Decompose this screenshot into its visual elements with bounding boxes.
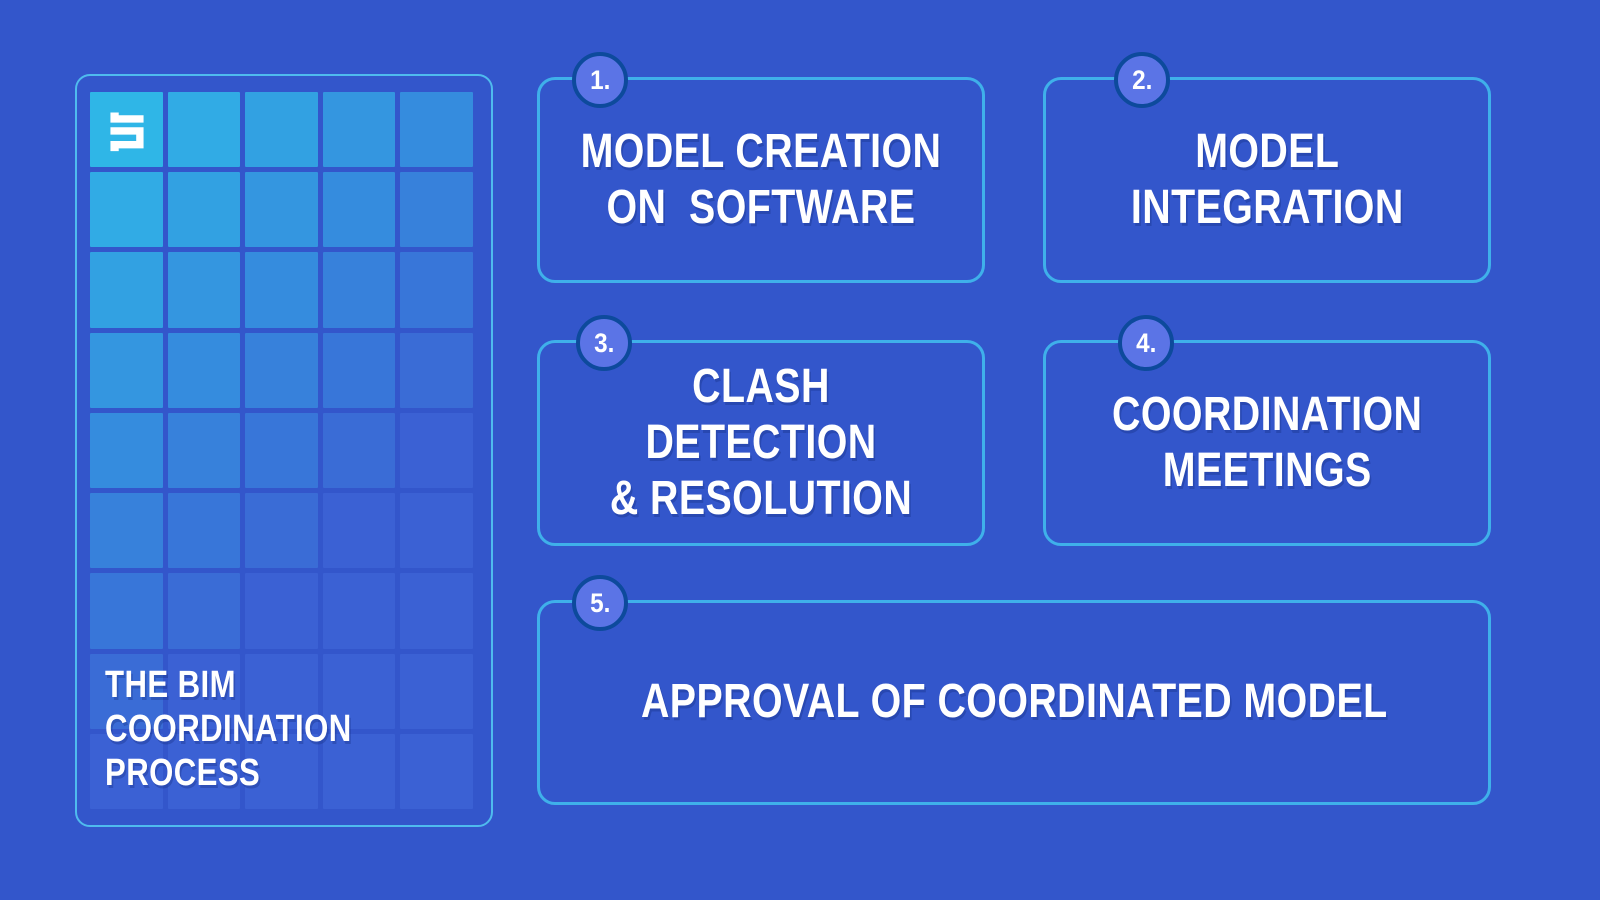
panel-title-text: THE BIM COORDINATION PROCESS — [105, 663, 352, 794]
grid-cell — [400, 653, 473, 729]
grid-cell — [400, 573, 473, 649]
grid-cell — [400, 172, 473, 248]
grid-cell — [400, 493, 473, 569]
grid-cell — [167, 653, 241, 729]
grid-cell — [322, 252, 396, 328]
brand-logo-icon — [90, 92, 164, 168]
grid-cell — [245, 332, 318, 408]
step-2-title: MODEL INTEGRATION — [1130, 124, 1404, 234]
step-4-number: 4. — [1135, 327, 1157, 358]
step-1-title: MODEL CREATION ON SOFTWARE — [580, 124, 942, 234]
step-box-2: 2. MODEL INTEGRATION — [1043, 52, 1491, 283]
grid-cell — [322, 172, 396, 248]
step-1-number-badge: 1. — [572, 52, 628, 108]
step-5-title: APPROVAL OF COORDINATED MODEL — [640, 675, 1388, 729]
grid-cell — [167, 733, 241, 809]
grid-cell — [90, 653, 163, 729]
grid-cell — [90, 733, 163, 809]
grid-cell — [400, 252, 473, 328]
grid-cell — [245, 653, 318, 729]
step-box-4: 4. COORDINATION MEETINGS — [1043, 315, 1491, 546]
grid-cell — [245, 412, 318, 489]
step-5-number: 5. — [589, 587, 611, 618]
step-3-number-badge: 3. — [576, 315, 632, 371]
step-4-number-badge: 4. — [1118, 315, 1174, 371]
grid-cell — [322, 332, 396, 408]
grid-cell — [167, 332, 241, 408]
step-2-number-badge: 2. — [1114, 52, 1170, 108]
grid-cell — [245, 573, 318, 649]
grid-cell — [400, 412, 473, 489]
grid-cell — [245, 493, 318, 569]
panel-title: THE BIM COORDINATION PROCESS — [105, 663, 406, 795]
step-2-number: 2. — [1131, 64, 1153, 95]
step-box-5: 5. APPROVAL OF COORDINATED MODEL — [537, 575, 1491, 805]
step-1-number: 1. — [589, 64, 611, 95]
grid-cell — [90, 412, 163, 489]
grid-cell — [322, 92, 396, 168]
grid-cell — [167, 493, 241, 569]
grid-cell — [167, 92, 241, 168]
grid-cell — [400, 332, 473, 408]
grid-cell — [322, 653, 396, 729]
grid-cell — [167, 573, 241, 649]
brand-panel: THE BIM COORDINATION PROCESS — [75, 74, 493, 827]
grid-cell — [167, 252, 241, 328]
grid-cell — [90, 332, 163, 408]
grid-cell — [322, 493, 396, 569]
grid-cell — [245, 92, 318, 168]
grid-cell — [400, 92, 473, 168]
grid-cell — [322, 733, 396, 809]
step-box-3: 3. CLASH DETECTION & RESOLUTION — [537, 315, 985, 546]
step-4-title: COORDINATION MEETINGS — [1111, 387, 1423, 497]
step-3-title: CLASH DETECTION & RESOLUTION — [609, 359, 913, 526]
grid-cell — [167, 172, 241, 248]
grid-cell — [245, 172, 318, 248]
grid-cell — [90, 172, 163, 248]
grid-cell — [90, 252, 163, 328]
grid-cell — [90, 573, 163, 649]
step-3-number: 3. — [593, 327, 615, 358]
grid-cell — [245, 733, 318, 809]
grid-cell — [245, 252, 318, 328]
step-5-number-badge: 5. — [572, 575, 628, 631]
grid-cell — [400, 733, 473, 809]
grid-cell — [322, 573, 396, 649]
grid-cell — [322, 412, 396, 489]
step-box-1: 1. MODEL CREATION ON SOFTWARE — [537, 52, 985, 283]
grid-cell — [167, 412, 241, 489]
grid-cell — [90, 493, 163, 569]
mosaic-grid — [90, 92, 473, 809]
